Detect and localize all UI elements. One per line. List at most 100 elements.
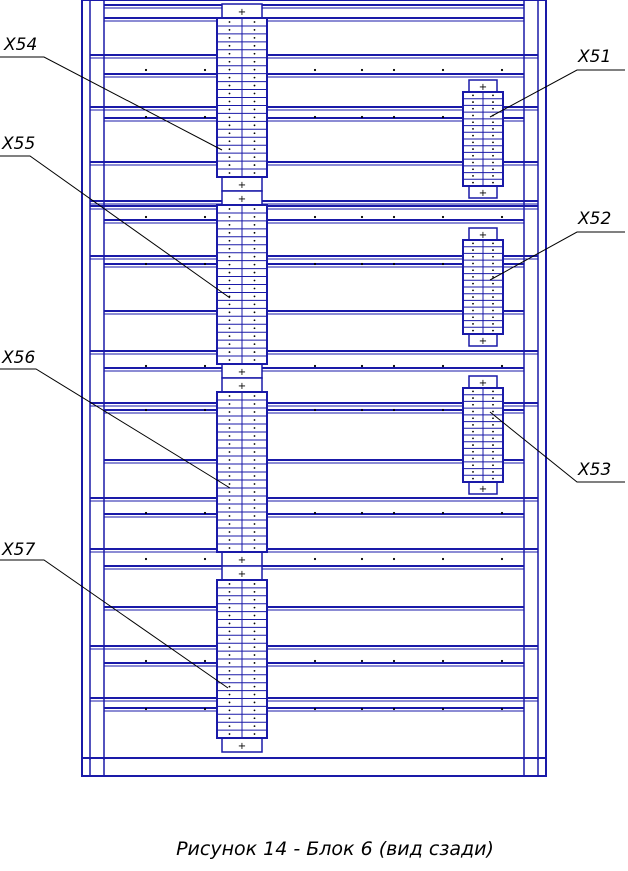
pin	[253, 52, 256, 55]
pin	[492, 242, 494, 245]
terminal-mark: +	[238, 381, 246, 392]
pin	[228, 598, 231, 601]
pin	[228, 411, 231, 413]
connector-x57: ++	[216, 565, 268, 753]
pin	[253, 491, 256, 493]
pin	[228, 491, 231, 493]
pin	[228, 359, 231, 361]
pin	[228, 693, 231, 696]
mounting-dot	[392, 659, 396, 663]
label-x51: X51	[577, 47, 611, 67]
mounting-dot	[500, 215, 504, 219]
pin	[472, 444, 474, 446]
pin	[228, 669, 231, 672]
pin	[472, 134, 474, 137]
pin	[253, 467, 256, 469]
pin	[228, 451, 231, 453]
pin	[228, 403, 231, 405]
pin	[253, 677, 256, 680]
pin	[492, 141, 494, 144]
mounting-dot	[441, 215, 445, 219]
pin	[228, 84, 231, 87]
mounting-dot	[203, 115, 207, 119]
pin	[228, 156, 231, 159]
pin	[228, 327, 231, 330]
terminal-mark: +	[238, 741, 246, 752]
pin	[492, 450, 494, 453]
pin	[228, 630, 231, 633]
pin	[253, 693, 256, 696]
mounting-dot	[313, 511, 317, 515]
mounting-dot	[500, 557, 504, 561]
mounting-dots	[144, 68, 504, 711]
pin	[492, 424, 494, 426]
pin	[472, 249, 474, 251]
pin	[253, 60, 256, 63]
pin	[253, 483, 256, 485]
pin	[228, 223, 231, 226]
label-x54: X54	[3, 35, 37, 55]
leader-line	[0, 56, 223, 151]
mounting-dot	[313, 408, 317, 412]
pin	[253, 247, 256, 250]
pin	[472, 464, 474, 467]
pin	[228, 132, 231, 135]
pin	[228, 216, 231, 218]
pin	[492, 316, 494, 319]
pin	[228, 303, 231, 306]
block-drawing: ++++++++++++++ X54 X55 X56 X57 X51 X52 X…	[0, 0, 625, 777]
pin	[228, 435, 231, 437]
pin	[472, 424, 474, 426]
pin	[492, 255, 494, 258]
pin	[472, 181, 474, 184]
pin	[253, 132, 256, 135]
pin	[492, 477, 494, 480]
pin	[253, 311, 256, 314]
pin	[228, 459, 231, 461]
terminal-mark: +	[479, 378, 487, 389]
pin	[472, 269, 474, 272]
connector-blocks: ++++++++++++++	[216, 3, 504, 753]
mounting-dot	[360, 659, 364, 663]
pin	[472, 282, 474, 285]
connector-x52: ++	[462, 227, 504, 347]
mounting-dot	[500, 68, 504, 72]
pin	[492, 249, 494, 251]
pin	[492, 134, 494, 137]
pin	[253, 443, 256, 445]
mounting-dot	[441, 68, 445, 72]
pin	[472, 397, 474, 399]
pin	[492, 107, 494, 110]
pin	[472, 121, 474, 124]
mounting-dot	[500, 364, 504, 368]
pin	[253, 630, 256, 633]
leader-line	[0, 368, 231, 489]
leader-line	[489, 411, 625, 483]
pin	[253, 76, 256, 79]
pin	[492, 148, 494, 150]
mounting-dot	[392, 68, 396, 72]
mounting-dot	[203, 364, 207, 368]
frame-outer	[81, 0, 547, 777]
pin	[492, 289, 494, 292]
pin	[228, 590, 231, 593]
mounting-dot	[313, 68, 317, 72]
pin	[253, 419, 256, 421]
pin	[492, 390, 494, 393]
pin	[253, 590, 256, 593]
pin	[228, 231, 231, 234]
pin	[472, 94, 474, 97]
pin	[228, 172, 231, 174]
pin	[228, 335, 231, 338]
pin	[253, 598, 256, 601]
mounting-dot	[392, 364, 396, 368]
connector-x51: ++	[462, 79, 504, 199]
pin	[472, 437, 474, 440]
mounting-dot	[144, 115, 148, 119]
pin	[228, 208, 231, 210]
pin	[472, 276, 474, 278]
pin	[472, 107, 474, 110]
mounting-dot	[203, 659, 207, 663]
mounting-dot	[313, 557, 317, 561]
mounting-dot	[144, 557, 148, 561]
